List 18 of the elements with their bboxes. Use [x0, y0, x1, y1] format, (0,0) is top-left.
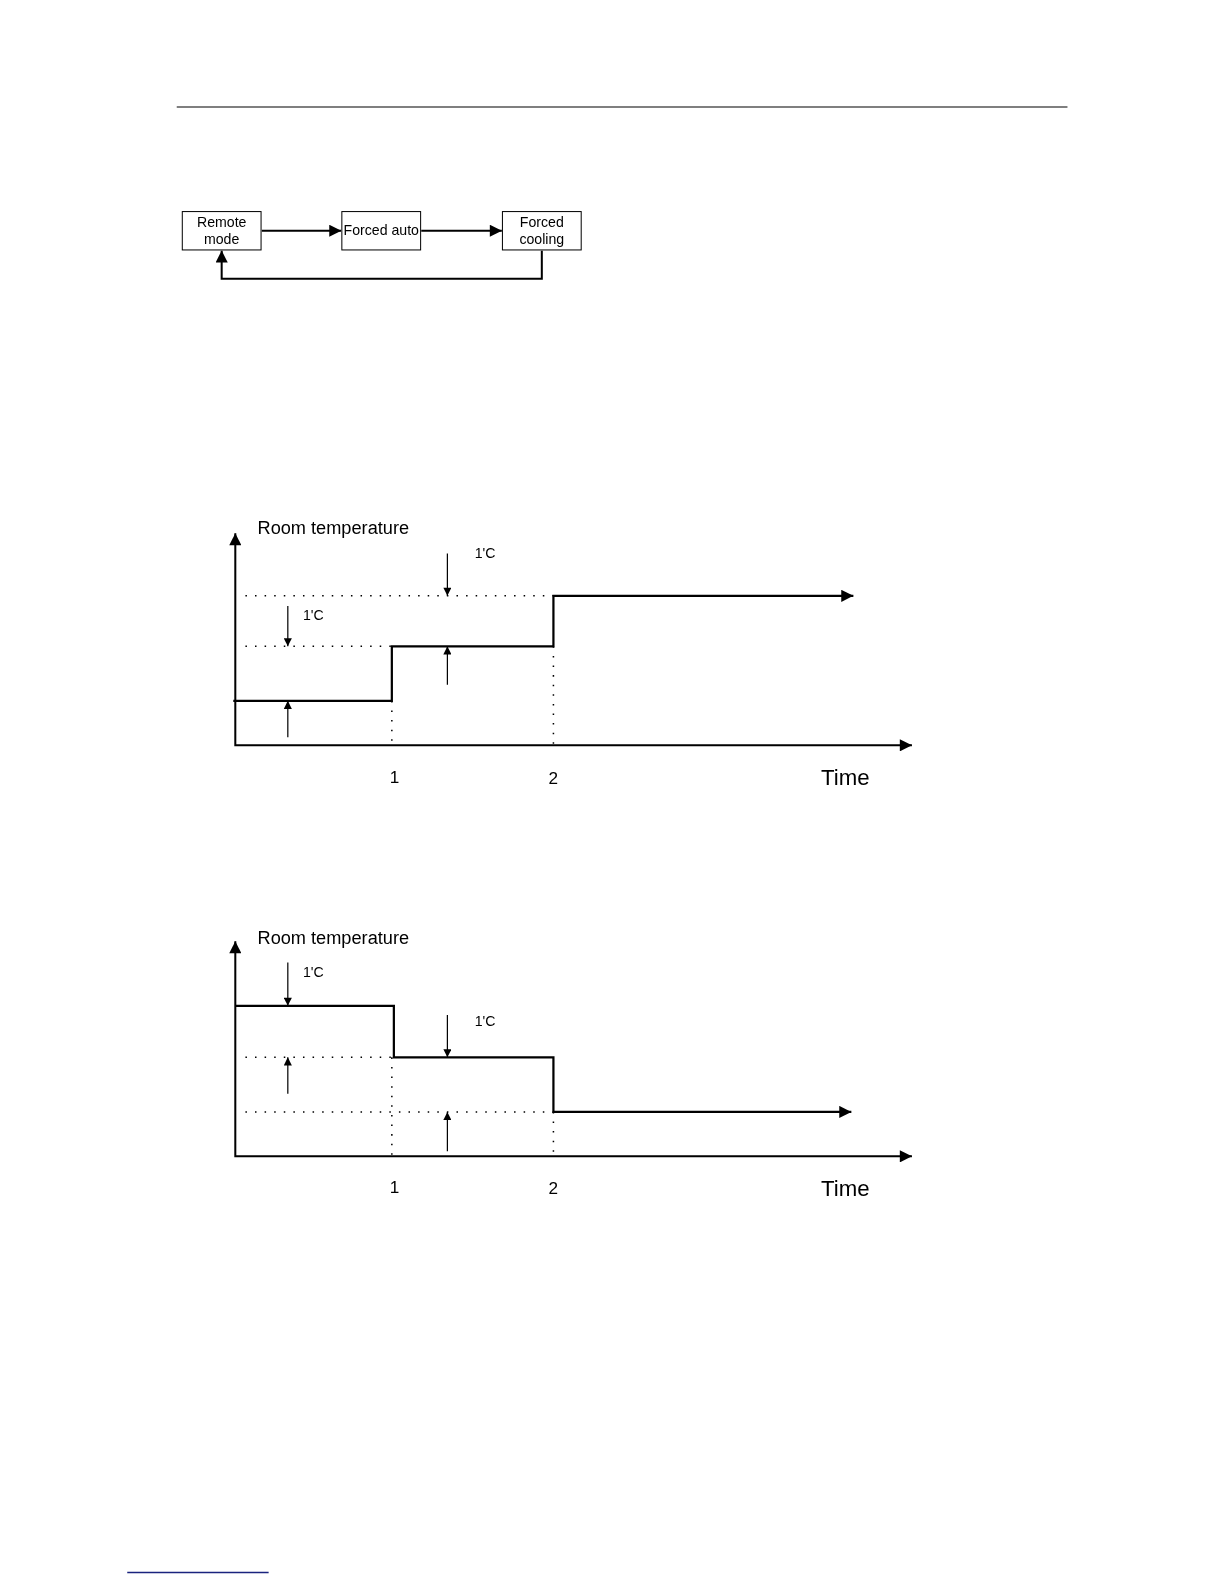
mode-box: Forced cooling — [501, 211, 582, 251]
dimension-label: 1'C — [474, 1012, 496, 1030]
axis-title: Time — [821, 764, 870, 791]
dimension-label: 1'C — [474, 545, 496, 562]
mode-box: Remote mode — [181, 211, 262, 251]
axis-title: Time — [821, 1175, 870, 1202]
dimension-label: 1'C — [302, 606, 324, 624]
arrow — [261, 224, 342, 237]
mode-box: Forced auto — [341, 211, 422, 251]
tick-label: 2 — [548, 1178, 558, 1199]
arrow — [421, 224, 502, 237]
arrow — [215, 250, 543, 280]
axis-title: Room temperature — [257, 517, 410, 539]
dimension-label: 1'C — [302, 963, 324, 980]
tick-label: 1 — [389, 1177, 400, 1198]
axis-title: Room temperature — [257, 927, 410, 949]
tick-label: 1 — [389, 767, 400, 788]
tick-label: 2 — [548, 768, 558, 789]
